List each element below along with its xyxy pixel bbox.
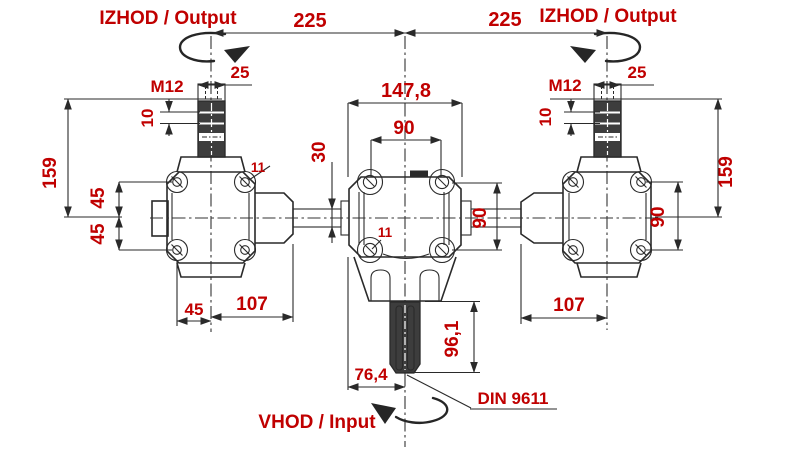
dim-left-bolt-upper: 45 xyxy=(88,187,109,209)
right-gearbox-body xyxy=(562,171,652,264)
dim-left-foot-inner: 45 xyxy=(185,300,204,319)
dim-center-bolt-height: 90 xyxy=(470,207,491,228)
right-gearbox-bottom-flange xyxy=(576,262,642,278)
right-gearbox-top-flange xyxy=(576,156,642,173)
bolt-icon xyxy=(561,238,585,262)
dim-right-foot: 107 xyxy=(553,295,585,316)
left-output-shaft xyxy=(197,83,226,158)
dim-span-left: 225 xyxy=(293,10,326,32)
dimension-lines xyxy=(64,29,722,410)
dim-input-offset: 76,4 xyxy=(354,365,388,384)
dim-right-bolt-height: 90 xyxy=(648,206,669,227)
dim-center-bolt-hole: 11 xyxy=(378,225,393,240)
bolt-hole-leader-left xyxy=(248,165,271,181)
left-gearbox xyxy=(151,83,294,278)
rotation-arrow-output-right xyxy=(570,31,642,63)
dim-center-bolt-width: 90 xyxy=(393,118,414,139)
spline-standard-label: DIN 9611 xyxy=(478,389,549,408)
dim-input-shaft-length: 96,1 xyxy=(442,320,463,357)
bolt-icon xyxy=(233,238,257,262)
dim-span-right: 225 xyxy=(488,9,521,31)
center-gearbox xyxy=(348,168,462,374)
bolt-hole-leader-center xyxy=(371,239,382,250)
dim-left-bolt-hole: 11 xyxy=(251,160,266,175)
dim-keyway-right: 10 xyxy=(536,108,555,127)
dim-height-right: 159 xyxy=(716,156,737,188)
bolt-icon xyxy=(356,168,384,196)
rotation-arrow-output-left xyxy=(178,31,250,63)
dim-thread-left: M12 xyxy=(150,77,183,96)
dimension-labels: IZHOD / Output IZHOD / Output 225 225 M1… xyxy=(40,6,737,433)
center-gearbox-bottom-curve xyxy=(382,253,430,260)
bolt-icon xyxy=(428,236,456,264)
dim-connect-shaft-dia: 30 xyxy=(309,141,330,162)
left-gearbox-body xyxy=(166,171,256,264)
din-leader xyxy=(406,374,472,409)
output-label-right: IZHOD / Output xyxy=(539,6,677,27)
filler-plug xyxy=(410,170,428,177)
bearing-boss xyxy=(419,269,440,301)
input-label: VHOD / Input xyxy=(258,412,376,433)
dim-left-foot-outer: 107 xyxy=(236,294,268,315)
dim-height-left: 159 xyxy=(40,157,61,189)
center-gearbox-body xyxy=(348,176,462,258)
bearing-boss xyxy=(370,269,391,301)
dim-stub-width-left: 25 xyxy=(231,63,250,82)
dim-center-width: 147,8 xyxy=(381,80,431,102)
dim-left-bolt-lower: 45 xyxy=(88,223,109,245)
input-spline-shaft xyxy=(389,301,421,374)
left-gearbox-bottom-flange xyxy=(176,262,246,278)
bolt-icon xyxy=(356,236,384,264)
output-label-left: IZHOD / Output xyxy=(99,8,237,29)
bolt-icon xyxy=(428,168,456,196)
dim-thread-right: M12 xyxy=(548,76,581,95)
dim-keyway-left: 10 xyxy=(138,109,157,128)
rotation-arrow-input xyxy=(371,396,449,425)
right-output-shaft xyxy=(593,83,622,158)
input-bell-housing xyxy=(353,256,457,302)
dim-stub-width-right: 25 xyxy=(628,63,647,82)
